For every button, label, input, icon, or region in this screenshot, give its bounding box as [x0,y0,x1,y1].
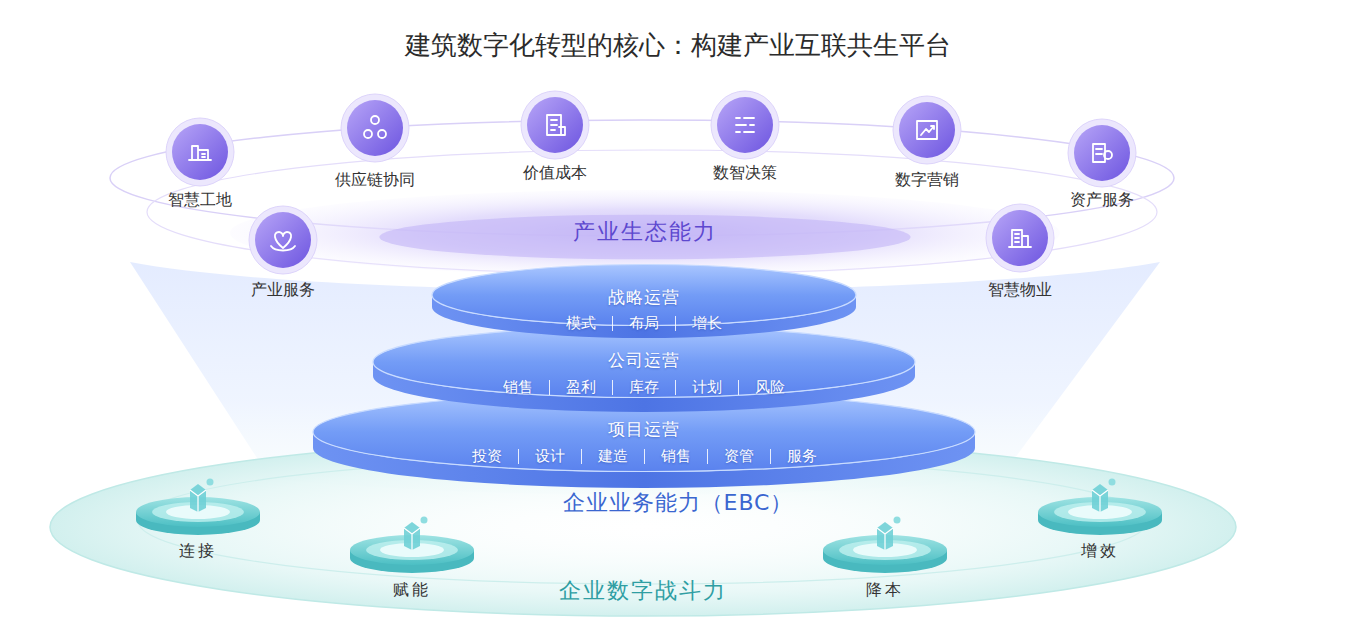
icon-label: 供应链协同 [329,169,421,191]
value-pedestal: 增效 [1030,472,1170,563]
section-label: 企业业务能力（EBC） [0,488,1356,518]
capability-icon: 产业服务 [243,204,323,302]
item-separator [581,449,582,464]
disc-item: 库存 [629,376,659,398]
capability-icon: 数智决策 [705,89,785,185]
icon-label: 资产服务 [1062,189,1142,211]
icon-label: 数智决策 [705,162,785,184]
disc-items: 投资 设计 建造 销售 资管 服务 [312,445,976,467]
disc-item: 风险 [755,376,785,398]
operation-disc: 公司运营销售 盈利 库存 计划 风险 [372,326,916,414]
item-separator [549,380,550,395]
diagram-title: 建筑数字化转型的核心：构建产业互联共生平台 [0,28,1356,62]
pedestal-label: 连接 [128,540,268,562]
icon-label: 产业服务 [243,279,323,301]
icon-label: 智慧工地 [160,189,240,211]
disc-item: 投资 [472,445,502,467]
item-separator [738,380,739,395]
icon-label: 数字营销 [887,169,967,191]
item-separator [707,449,708,464]
disc-item: 销售 [661,445,691,467]
capability-icon: 智慧物业 [980,202,1060,302]
capability-icon: 价值成本 [515,89,595,185]
disc-items: 销售 盈利 库存 计划 风险 [372,376,916,398]
item-separator [612,316,613,331]
disc-item: 销售 [503,376,533,398]
icon-label: 智慧物业 [980,279,1060,301]
disc-item: 资管 [724,445,754,467]
pedestal-label: 增效 [1030,540,1170,562]
item-separator [612,380,613,395]
disc-item: 计划 [692,376,722,398]
disc-item: 盈利 [566,376,596,398]
item-separator [644,449,645,464]
value-pedestal: 降本 [815,510,955,602]
operation-disc: 战略运营模式 布局 增长 [431,264,857,340]
ecosystem-band: 产业生态能力 [230,190,1060,276]
item-separator [675,380,676,395]
value-pedestal: 赋能 [342,510,482,602]
disc-heading: 公司运营 [372,349,916,371]
item-separator [675,316,676,331]
pedestal-label: 赋能 [342,579,482,601]
disc-item: 建造 [598,445,628,467]
disc-heading: 项目运营 [312,418,976,440]
icon-label: 价值成本 [515,162,595,184]
pedestal-label: 降本 [815,579,955,601]
item-separator [770,449,771,464]
capability-icon: 资产服务 [1062,117,1142,212]
value-pedestal: 连接 [128,472,268,563]
disc-item: 布局 [629,312,659,334]
disc-items: 模式 布局 增长 [431,312,857,334]
disc-item: 模式 [566,312,596,334]
ring-label: 企业数字战斗力 [48,576,1238,606]
disc-heading: 战略运营 [431,286,857,308]
disc-item: 服务 [787,445,817,467]
disc-item: 设计 [535,445,565,467]
capability-icon: 数字营销 [887,94,967,192]
disc-item: 增长 [692,312,722,334]
item-separator [518,449,519,464]
band-label: 产业生态能力 [230,217,1060,247]
capability-icon: 智慧工地 [160,116,240,212]
capability-icon: 供应链协同 [329,92,421,192]
